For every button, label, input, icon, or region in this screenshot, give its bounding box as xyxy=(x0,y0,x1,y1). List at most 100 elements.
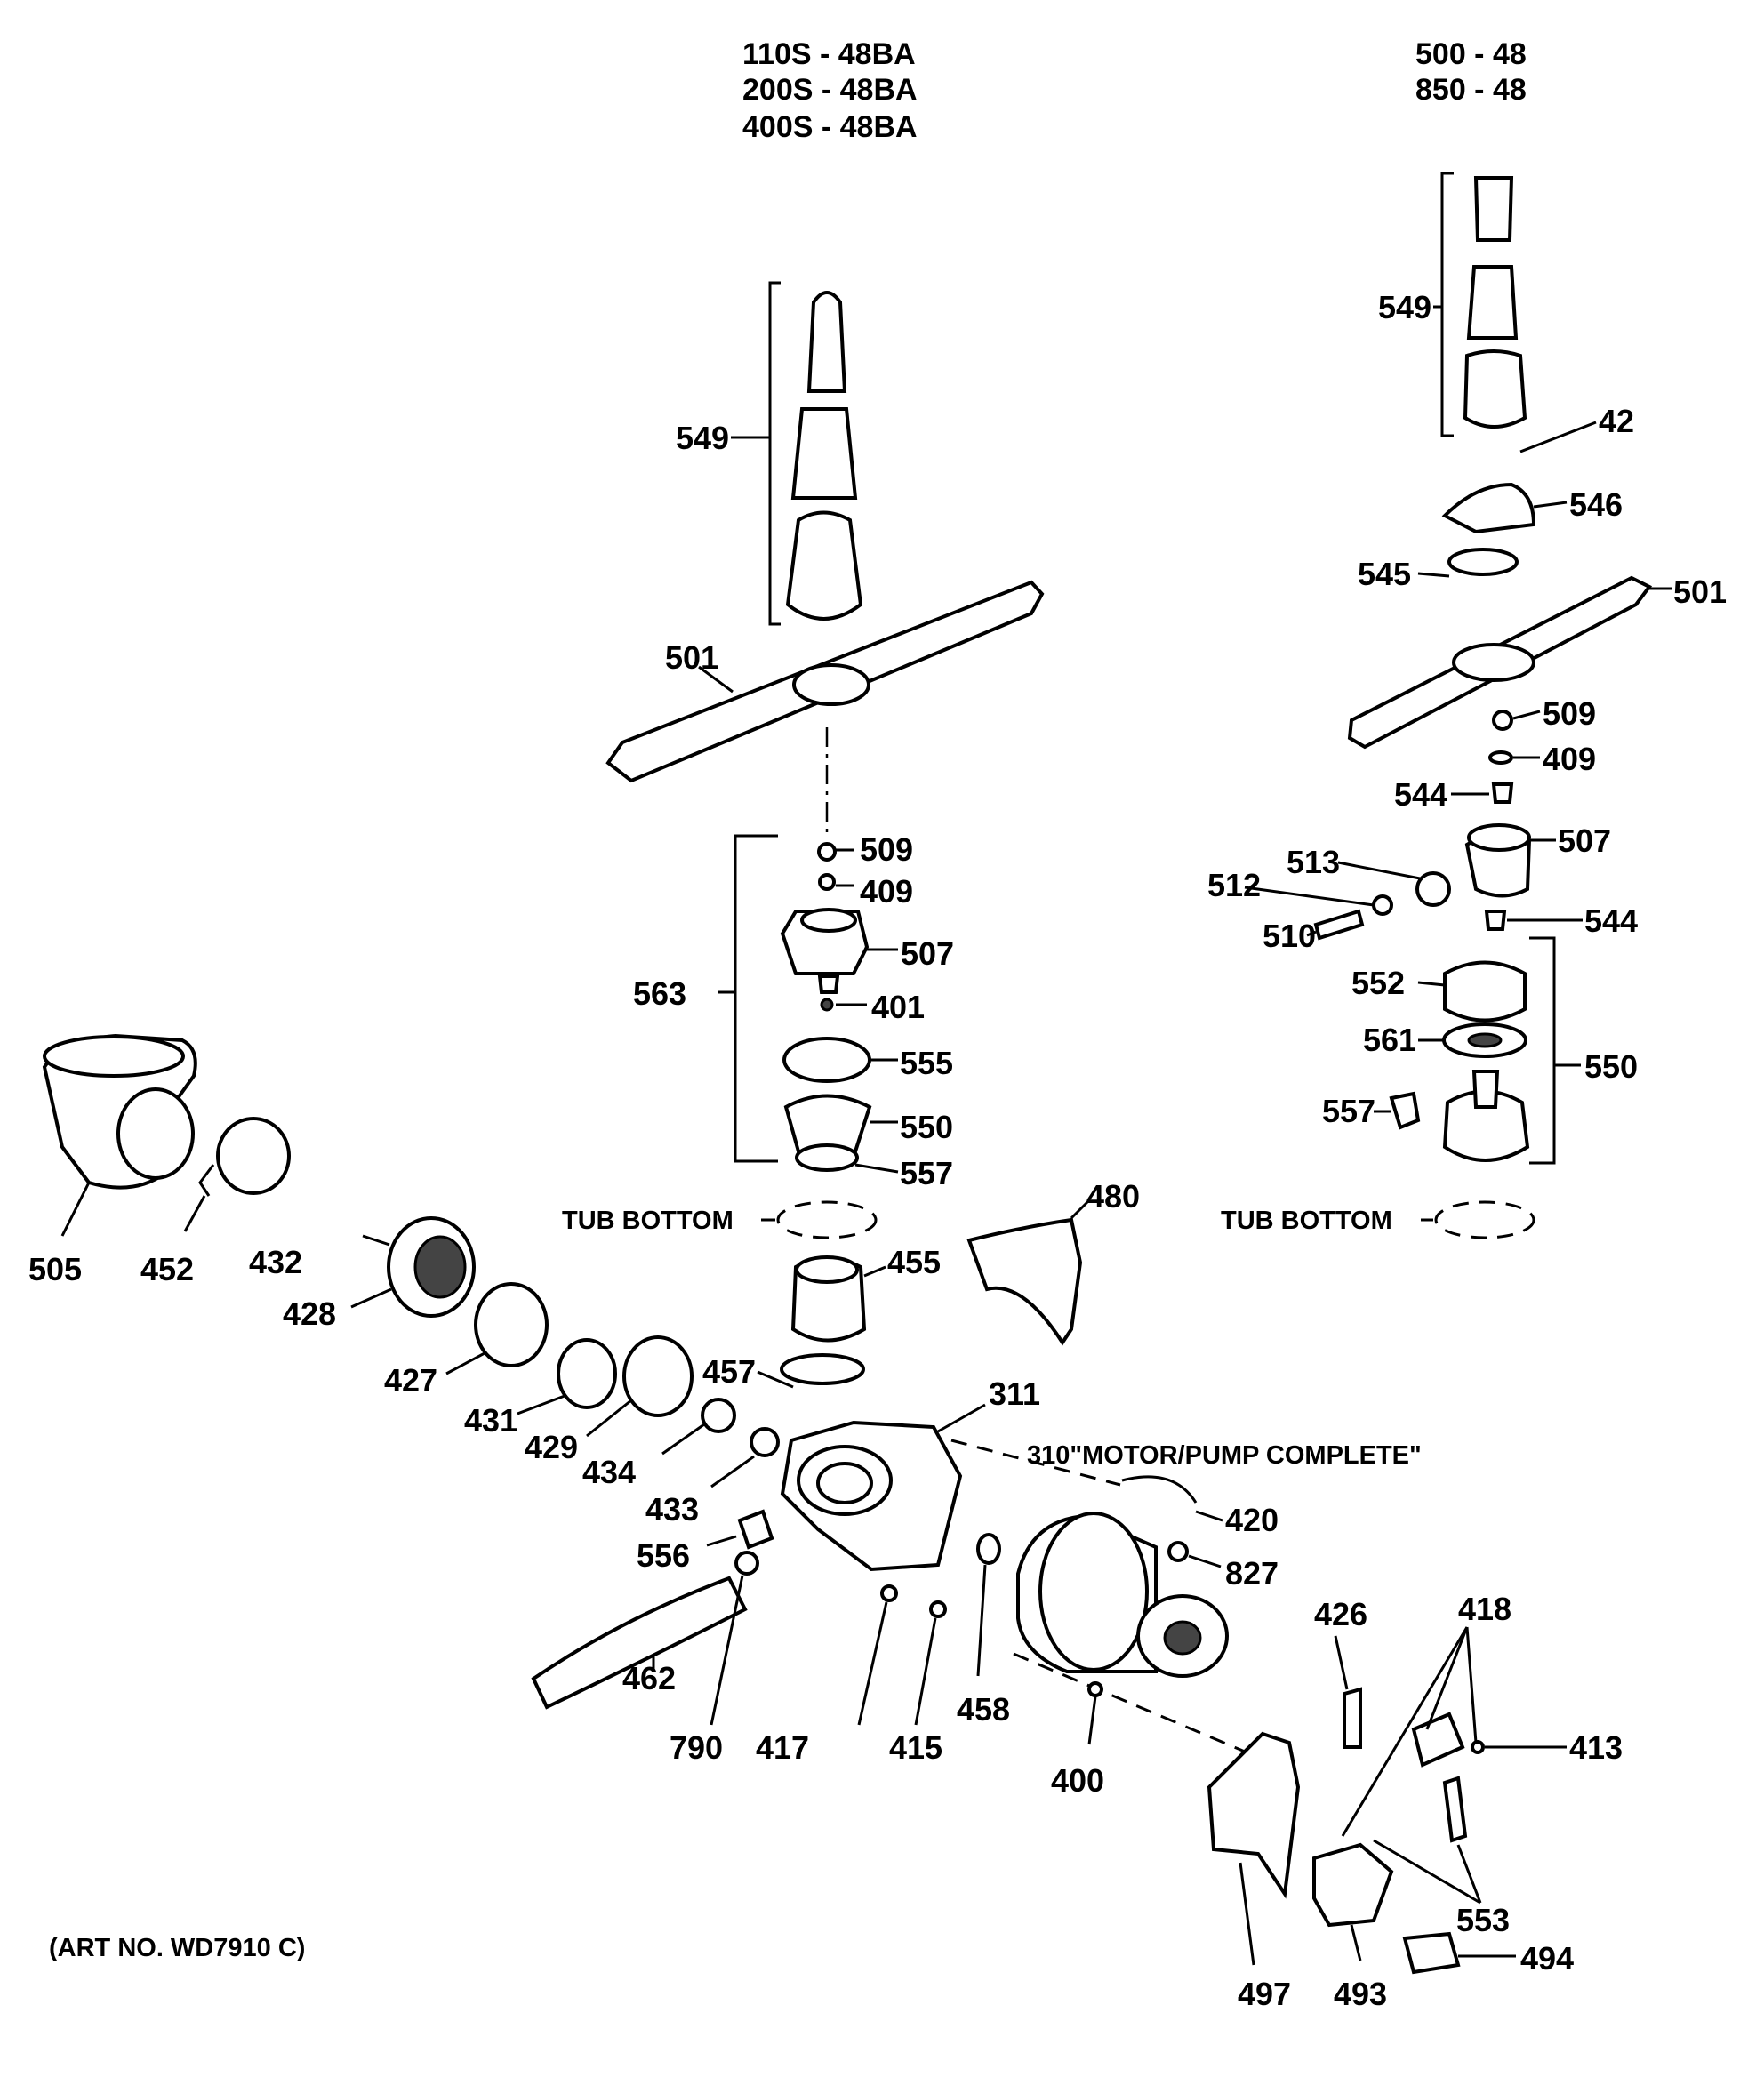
callout-544-lower: 544 xyxy=(1584,902,1638,939)
tub-bottom-label-left: TUB BOTTOM xyxy=(562,1207,734,1235)
model-500: 500 - 48 xyxy=(1415,37,1527,71)
wire-420 xyxy=(1121,1475,1223,1522)
callout-311: 311 xyxy=(989,1375,1040,1412)
part-494 xyxy=(1402,1931,1516,1975)
callout-497: 497 xyxy=(1238,1976,1291,2012)
model-header-right: 500 - 48 850 - 48 xyxy=(1415,37,1527,107)
callout-546: 546 xyxy=(1569,486,1623,523)
bracket-549-left xyxy=(768,281,781,626)
motor-310 xyxy=(950,1439,1246,1753)
tub-bottom-right xyxy=(1434,1200,1535,1239)
part-790 xyxy=(710,1551,759,1726)
part-429 xyxy=(586,1335,694,1438)
part-556 xyxy=(706,1509,774,1550)
part-418 xyxy=(1341,1626,1478,1837)
callout-557-right: 557 xyxy=(1322,1093,1375,1129)
left-spray-tower xyxy=(605,281,1045,1389)
model-110s: 110S - 48BA xyxy=(742,37,916,71)
callout-428: 428 xyxy=(283,1295,336,1332)
callout-409-right: 409 xyxy=(1543,741,1596,777)
tub-bottom-left xyxy=(776,1200,878,1239)
part-433 xyxy=(710,1427,780,1488)
model-850: 850 - 48 xyxy=(1415,73,1527,107)
callout-458: 458 xyxy=(957,1691,1010,1728)
part-427 xyxy=(445,1282,549,1375)
callout-452: 452 xyxy=(140,1251,194,1287)
callout-544-upper: 544 xyxy=(1394,776,1447,813)
auger-462 xyxy=(531,1576,748,1710)
callout-420: 420 xyxy=(1225,1502,1279,1538)
bracket-549-right xyxy=(1440,172,1454,437)
callout-553: 553 xyxy=(1456,1902,1510,1938)
callout-505: 505 xyxy=(28,1251,82,1287)
part-458 xyxy=(976,1533,1001,1677)
bracket-563 xyxy=(734,834,778,1163)
impeller-428 xyxy=(350,1216,476,1318)
part-415 xyxy=(914,1600,947,1726)
part-550 xyxy=(783,1094,872,1153)
part-400 xyxy=(1087,1681,1103,1745)
part-413 xyxy=(1471,1740,1567,1754)
callout-42: 42 xyxy=(1599,403,1634,439)
sump-505 xyxy=(42,1033,197,1237)
clamp-452 xyxy=(183,1117,291,1232)
callout-494: 494 xyxy=(1520,1940,1574,1977)
model-header-left: 110S - 48BA 200S - 48BA 400S - 48BA xyxy=(742,37,918,144)
callout-550-right: 550 xyxy=(1584,1048,1638,1085)
callout-555: 555 xyxy=(900,1045,953,1081)
callout-462: 462 xyxy=(622,1660,676,1696)
callout-549-right: 549 xyxy=(1378,289,1431,325)
callout-550: 550 xyxy=(900,1109,953,1145)
callout-434: 434 xyxy=(582,1454,636,1490)
callout-827: 827 xyxy=(1225,1555,1279,1592)
callout-512: 512 xyxy=(1207,867,1261,903)
model-400s: 400S - 48BA xyxy=(742,110,918,144)
part-827 xyxy=(1167,1541,1222,1568)
callout-557: 557 xyxy=(900,1155,953,1191)
callout-413: 413 xyxy=(1569,1729,1623,1766)
motor-pump-complete-label: 310"MOTOR/PUMP COMPLETE" xyxy=(1027,1441,1422,1470)
callout-549: 549 xyxy=(676,420,729,456)
callout-501: 501 xyxy=(665,639,718,676)
callout-507: 507 xyxy=(901,935,954,972)
pump-housing-311 xyxy=(780,1403,986,1572)
callout-513: 513 xyxy=(1287,844,1340,880)
callout-509: 509 xyxy=(860,831,913,868)
callout-561: 561 xyxy=(1363,1022,1416,1058)
callout-563: 563 xyxy=(633,975,686,1012)
model-200s: 200S - 48BA xyxy=(742,73,918,107)
art-number: (ART NO. WD7910 C) xyxy=(49,1934,305,1962)
callout-426: 426 xyxy=(1314,1596,1367,1632)
callout-415: 415 xyxy=(889,1729,942,1766)
callout-457: 457 xyxy=(702,1353,756,1390)
callout-400: 400 xyxy=(1051,1762,1104,1799)
callout-480: 480 xyxy=(1086,1178,1140,1215)
callout-401: 401 xyxy=(871,989,925,1025)
callout-545: 545 xyxy=(1358,556,1411,592)
right-spray-tower xyxy=(1244,172,1672,1239)
tub-bottom-label-right: TUB BOTTOM xyxy=(1221,1207,1392,1235)
callout-432: 432 xyxy=(249,1244,302,1280)
callout-501-right: 501 xyxy=(1673,573,1727,610)
callouts: 549 501 509 409 507 563 401 555 550 557 … xyxy=(28,289,1727,2012)
callout-417: 417 xyxy=(756,1729,809,1766)
part-426 xyxy=(1334,1635,1362,1749)
part-417 xyxy=(857,1584,898,1726)
tube-bottom xyxy=(785,510,863,621)
callout-556: 556 xyxy=(637,1537,690,1574)
tube-top xyxy=(806,291,847,393)
shroud-480 xyxy=(966,1199,1091,1346)
callout-509-right: 509 xyxy=(1543,695,1596,732)
callout-790: 790 xyxy=(670,1729,723,1766)
callout-418: 418 xyxy=(1458,1591,1511,1627)
tube-middle xyxy=(790,407,858,500)
callout-455: 455 xyxy=(887,1244,941,1280)
clamp-457 xyxy=(780,1353,865,1385)
callout-507-right: 507 xyxy=(1558,822,1611,859)
part-431 xyxy=(517,1338,617,1415)
switch-493 xyxy=(1312,1842,1394,1961)
callout-427: 427 xyxy=(384,1362,437,1399)
spring-553 xyxy=(1373,1776,1482,1905)
callout-409: 409 xyxy=(860,873,913,910)
